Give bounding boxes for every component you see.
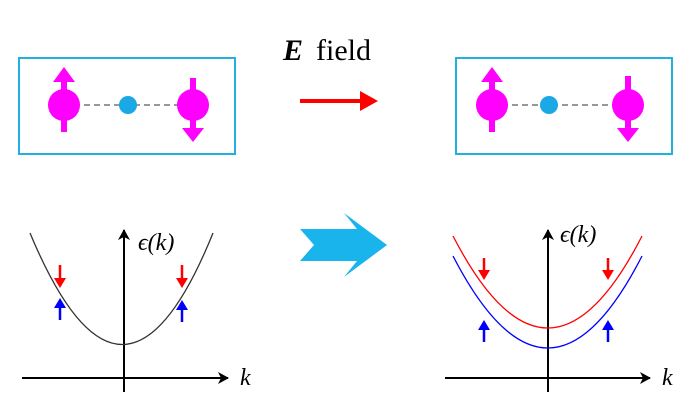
field-arrow-icon [300,91,378,111]
energy-band-lower [452,255,643,349]
y-axis-label: ϵ(k) [560,222,596,248]
molecule-box-border [18,57,236,155]
magnet-up-icon [476,67,508,132]
center-atom [119,96,137,114]
x-axis-label: k [240,365,251,391]
y-axis-label: ϵ(k) [138,230,174,256]
magnet-up-icon [48,67,80,132]
molecule-box-left [18,57,236,155]
plot-left: ϵ(k) k [22,229,251,392]
spin-down-arrow-icon [478,258,490,280]
title-text: field [316,34,371,67]
molecule-box-border [455,57,673,155]
transform-arrow-icon [300,213,387,277]
spin-up-arrow-icon [602,320,614,342]
spin-up-arrow-icon [54,298,66,320]
energy-band [29,232,214,346]
x-axis-label: k [662,365,673,391]
plot-right: ϵ(k) k [445,222,673,392]
energy-band-upper [452,235,643,329]
magnet-down-icon [612,76,644,142]
spin-up-arrow-icon [176,300,188,322]
spin-up-arrow-icon [478,320,490,342]
center-atom [540,96,558,114]
title-symbol: E [282,34,303,67]
spin-down-arrow-icon [602,258,614,280]
molecule-box-right [455,57,673,155]
spin-down-arrow-icon [54,265,66,288]
spin-down-arrow-icon [176,265,188,288]
magnet-down-icon [177,78,209,142]
